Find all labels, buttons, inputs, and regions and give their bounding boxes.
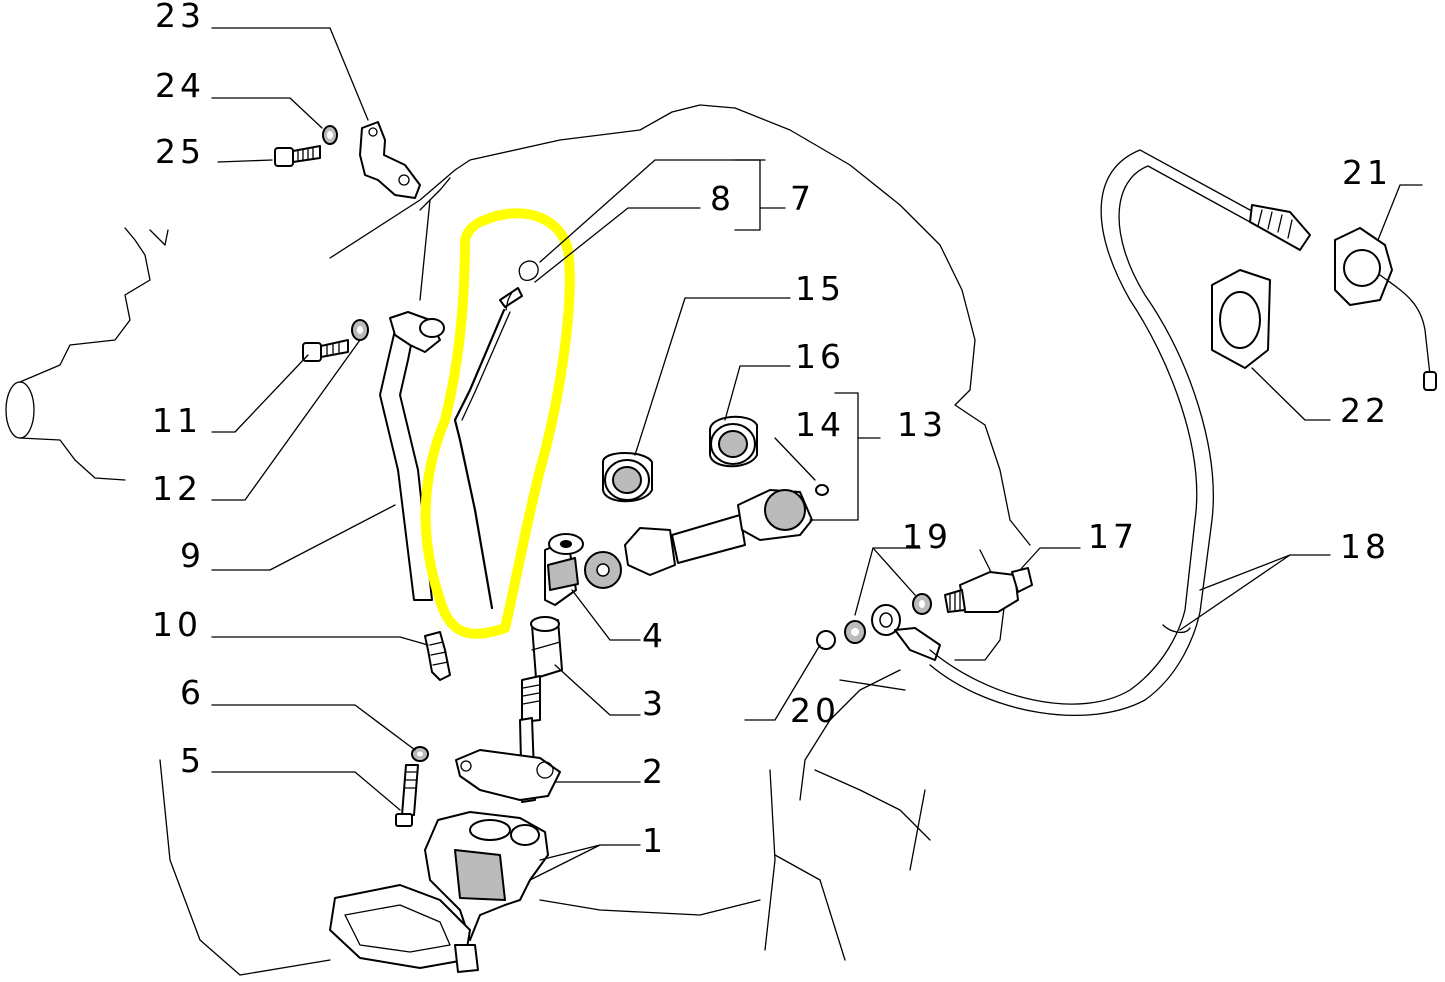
callout-3: 3 [642,684,667,723]
callout-18: 18 [1340,527,1390,566]
part-4-drive-gear [544,533,622,606]
leader-lines [211,27,1423,881]
callout-7: 7 [790,179,815,218]
callout-14: 14 [795,405,845,444]
part-6-washer [411,746,429,762]
callout-13: 13 [897,405,947,444]
callout-21: 21 [1342,153,1392,192]
part-5-bolt [395,764,419,827]
callout-20: 20 [790,691,840,730]
callout-24: 24 [155,66,205,105]
part-12-washer [351,319,369,341]
part-2-shaft-gasket [455,675,561,803]
part-24-washer [322,125,338,145]
part-10-plug [424,631,451,681]
callout-12: 12 [152,469,202,508]
part-20-plug [816,630,836,650]
part-19-banjo-washers [844,593,941,661]
callout-8: 8 [710,179,735,218]
part-11-bolt [302,339,349,362]
callout-1: 1 [642,821,667,860]
part-3-coupling [530,616,563,679]
callout-labels: 23 24 25 11 12 9 10 6 5 8 7 15 16 14 13 … [152,0,1392,860]
callout-23: 23 [155,0,205,35]
callout-11: 11 [152,401,202,440]
callout-16: 16 [795,337,845,376]
callout-9: 9 [180,536,205,575]
callout-2: 2 [642,752,667,791]
part-1-oil-pump [329,811,549,973]
exhaust-pipe-fragment [5,227,169,481]
part-16-seal [709,415,758,468]
callout-22: 22 [1340,391,1390,430]
callout-5: 5 [180,741,205,780]
highlight-outline [420,208,575,639]
part-14-pin [815,484,829,496]
callout-4: 4 [642,616,667,655]
callout-19: 19 [902,517,952,556]
callout-10: 10 [152,605,202,644]
callout-6: 6 [180,673,205,712]
part-8-dipstick [453,260,539,610]
callout-15: 15 [795,269,845,308]
part-15-seal [602,452,653,503]
callout-17: 17 [1088,517,1138,556]
part-22-clip [1211,269,1271,369]
part-21-sensor [1334,227,1437,391]
part-18-hose [929,149,1311,716]
engine-block-outline [159,104,1031,976]
part-9-dipstick-tube [379,311,445,601]
part-17-sensor [944,567,1033,613]
part-13-shaft-assembly [624,489,813,576]
part-25-bolt [274,145,321,167]
part-23-bracket [359,121,451,301]
callout-25: 25 [155,132,205,171]
